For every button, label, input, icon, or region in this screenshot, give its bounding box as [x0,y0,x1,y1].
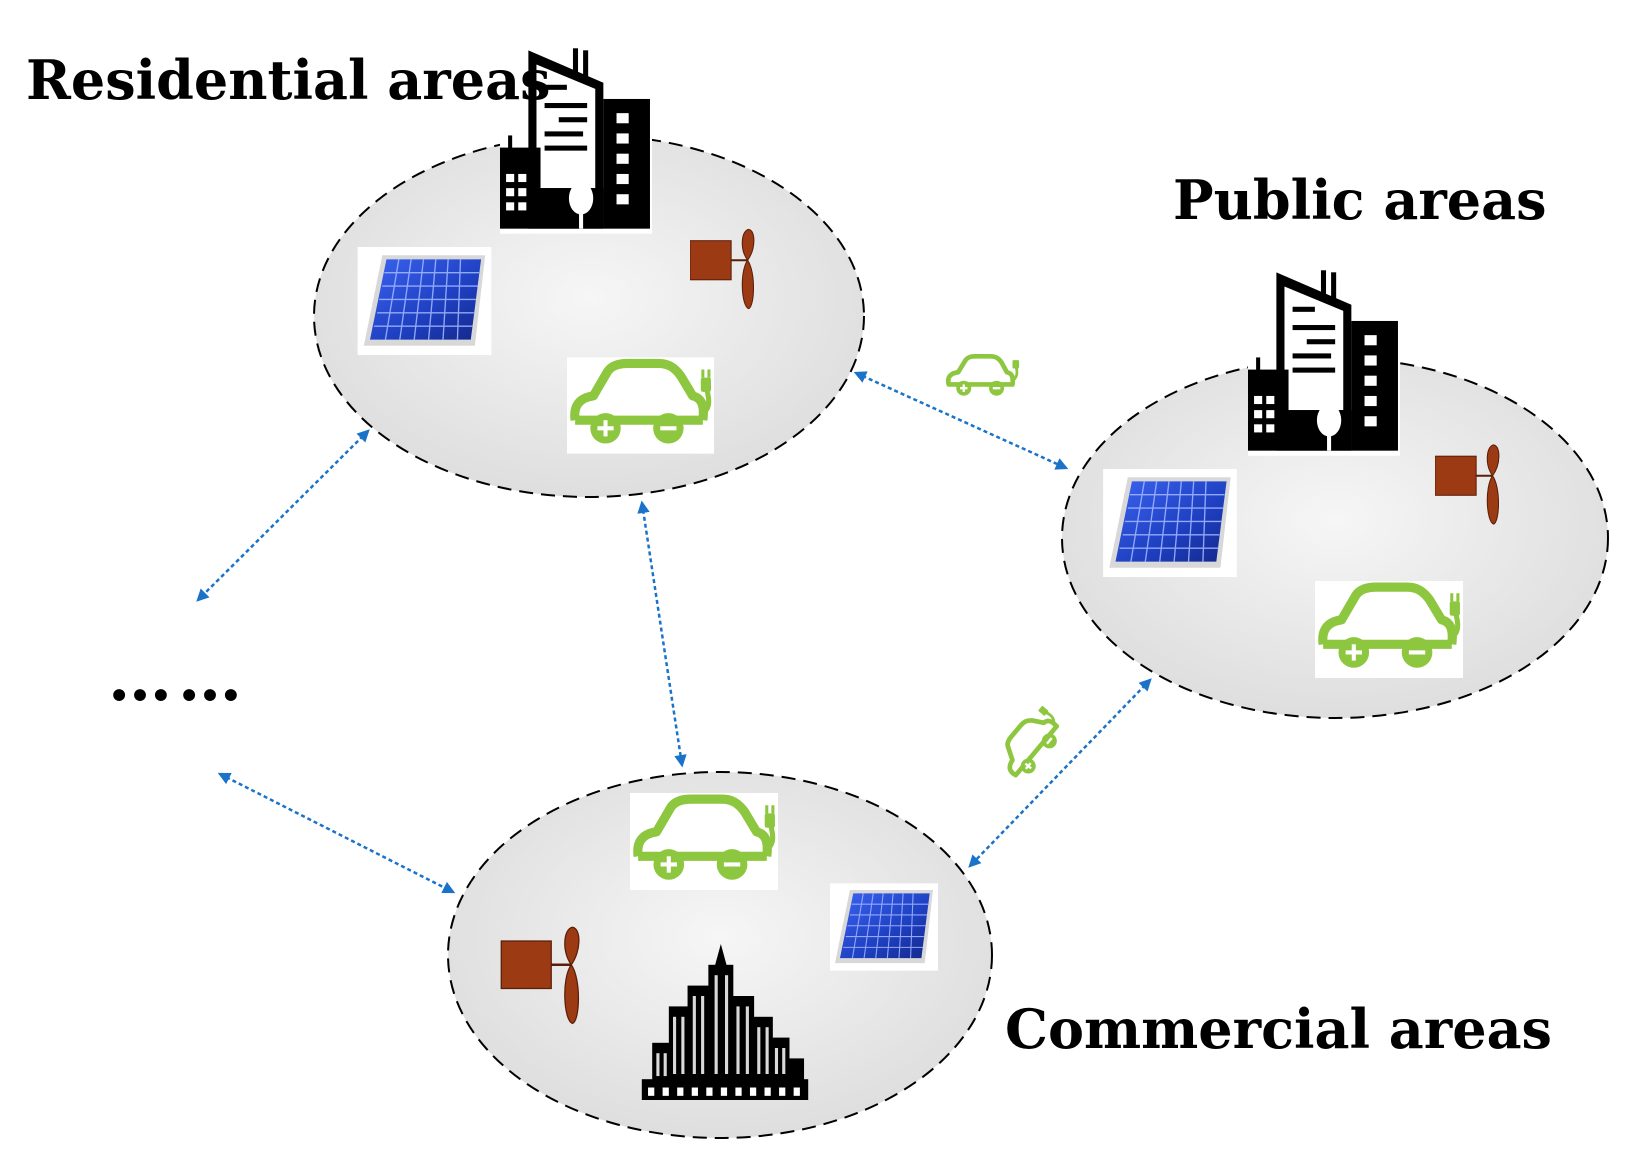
connection-arrows [196,371,1152,894]
arrow-residential-public [853,371,1069,470]
public-areas-label: Public areas [1173,168,1547,232]
electric-car-small-icon [994,703,1070,783]
arrow-public-commercial [968,678,1152,868]
solar-panel-icon [356,247,493,355]
arrow-residential-more [196,429,370,602]
arrow-residential-commercial [637,500,687,768]
residential-area [313,46,865,498]
more-areas-ellipsis: …… [108,641,248,716]
residential-areas-label: Residential areas [26,48,550,112]
building-icon [1248,268,1400,456]
commercial-areas-label: Commercial areas [1005,997,1552,1061]
solar-panel-icon [1102,469,1238,577]
public-area [1061,268,1609,719]
electric-car-icon [630,793,778,890]
electric-car-icon [567,357,714,453]
solar-panel-icon [830,883,938,971]
commercial-area [447,771,993,1139]
electric-car-icon [1315,581,1463,678]
electric-car-small-icon [948,356,1019,395]
arrow-more-commercial [217,772,456,894]
